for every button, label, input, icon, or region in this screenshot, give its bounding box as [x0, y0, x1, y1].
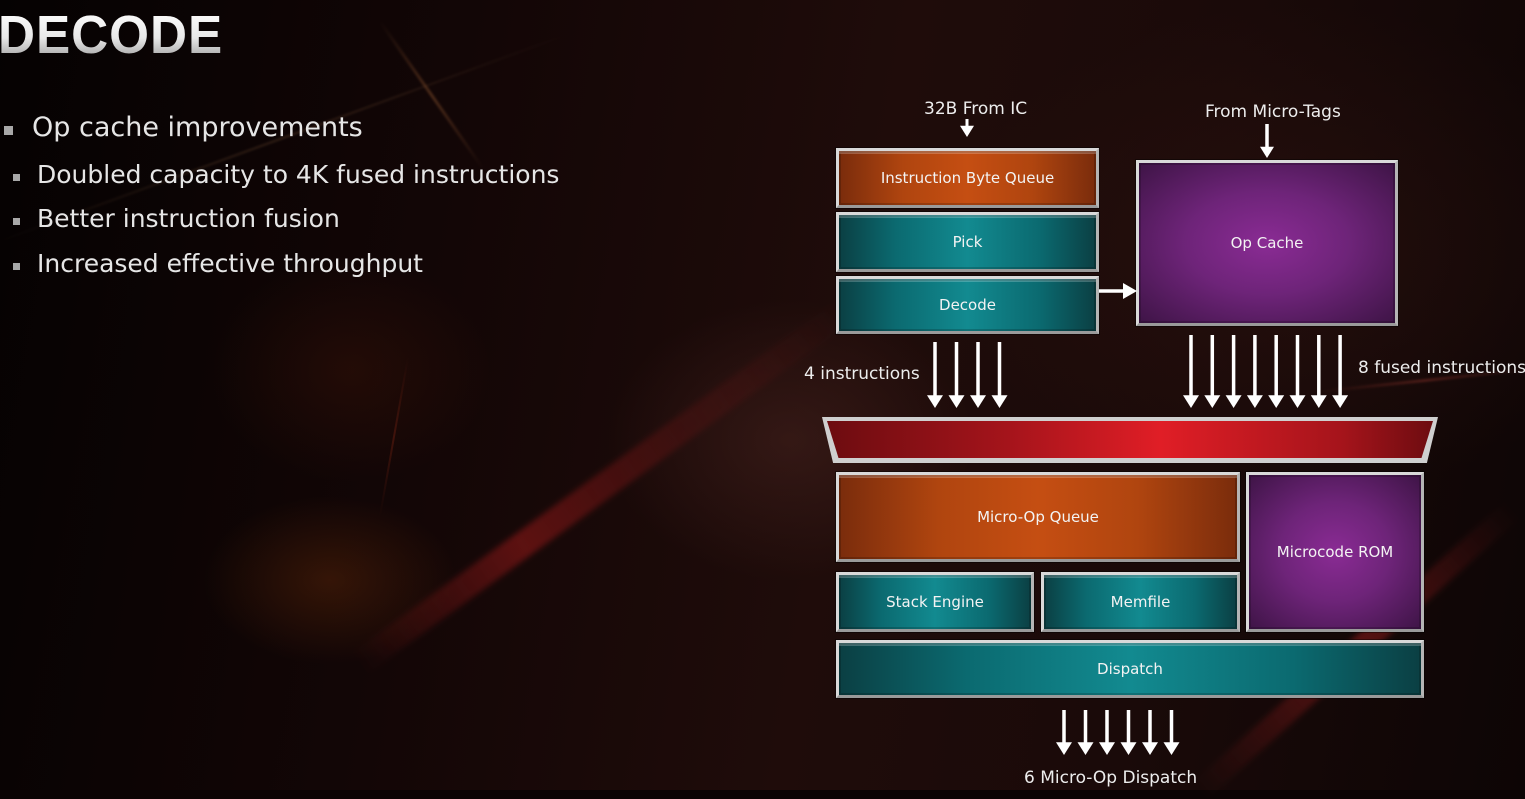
memfile-block: Memfile: [1041, 572, 1240, 632]
op-cache-block: Op Cache: [1136, 160, 1398, 326]
micro-op-queue-label: Micro-Op Queue: [977, 508, 1099, 526]
ic-input-label: 32B From IC: [924, 99, 1028, 119]
micro-op-mux-bar: [822, 417, 1438, 463]
micro-op-queue-block: Micro-Op Queue: [836, 472, 1240, 562]
stack-engine-label: Stack Engine: [886, 593, 984, 611]
instruction-byte-queue-label: Instruction Byte Queue: [880, 169, 1055, 187]
dispatch-block: Dispatch: [836, 640, 1424, 698]
sub-bullet-doubled-capacity: Doubled capacity to 4K fused instruction…: [12, 160, 560, 189]
op-cache-width-label: 8 fused instructions: [1358, 358, 1525, 378]
decode-block: Decode: [836, 276, 1099, 334]
dispatch-width-label: 6 Micro-Op Dispatch: [1024, 768, 1198, 788]
instruction-byte-queue-block: Instruction Byte Queue: [836, 148, 1099, 208]
stack-engine-block: Stack Engine: [836, 572, 1034, 632]
microcode-rom-label: Microcode ROM: [1276, 543, 1394, 561]
microcode-rom-block: Microcode ROM: [1246, 472, 1424, 632]
pick-label: Pick: [952, 233, 983, 251]
pick-block: Pick: [836, 212, 1099, 272]
dispatch-label: Dispatch: [1097, 660, 1163, 678]
memfile-label: Memfile: [1110, 593, 1171, 611]
sub-bullet-throughput: Increased effective throughput: [13, 249, 423, 278]
slide-title: DECODE: [0, 5, 224, 65]
micro-op-mux-fill: [827, 421, 1433, 458]
decode-width-label: 4 instructions: [804, 364, 920, 384]
sub-bullet-better-fusion: Better instruction fusion: [13, 204, 340, 233]
micro-tags-input-label: From Micro-Tags: [1205, 102, 1341, 122]
op-cache-label: Op Cache: [1230, 234, 1304, 252]
decode-label: Decode: [939, 296, 996, 314]
bullet-op-cache-improvements: Op cache improvements: [4, 112, 363, 143]
